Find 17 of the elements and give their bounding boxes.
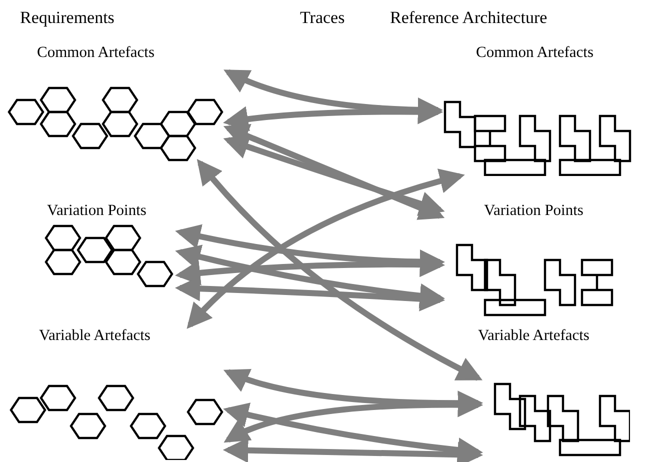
trace-arrow [175, 244, 445, 308]
group-heading: Variation Points [484, 202, 584, 220]
trace-arrow [174, 276, 446, 312]
trace-arrow [222, 438, 484, 462]
trace-arrow [196, 159, 482, 381]
group-heading: Variable Artefacts [478, 327, 590, 345]
group-heading: Variable Artefacts [39, 327, 150, 345]
column-heading: Reference Architecture [390, 8, 548, 28]
column-heading: Traces [300, 8, 345, 28]
trace-arrow [223, 402, 484, 462]
group-heading: Variation Points [47, 202, 146, 220]
group-heading: Common Artefacts [37, 44, 155, 62]
group-heading: Common Artefacts [476, 44, 594, 62]
column-heading: Requirements [20, 8, 114, 28]
trace-arrow [186, 168, 465, 329]
trace-arrow [223, 134, 445, 216]
trace-arrow [223, 124, 445, 220]
